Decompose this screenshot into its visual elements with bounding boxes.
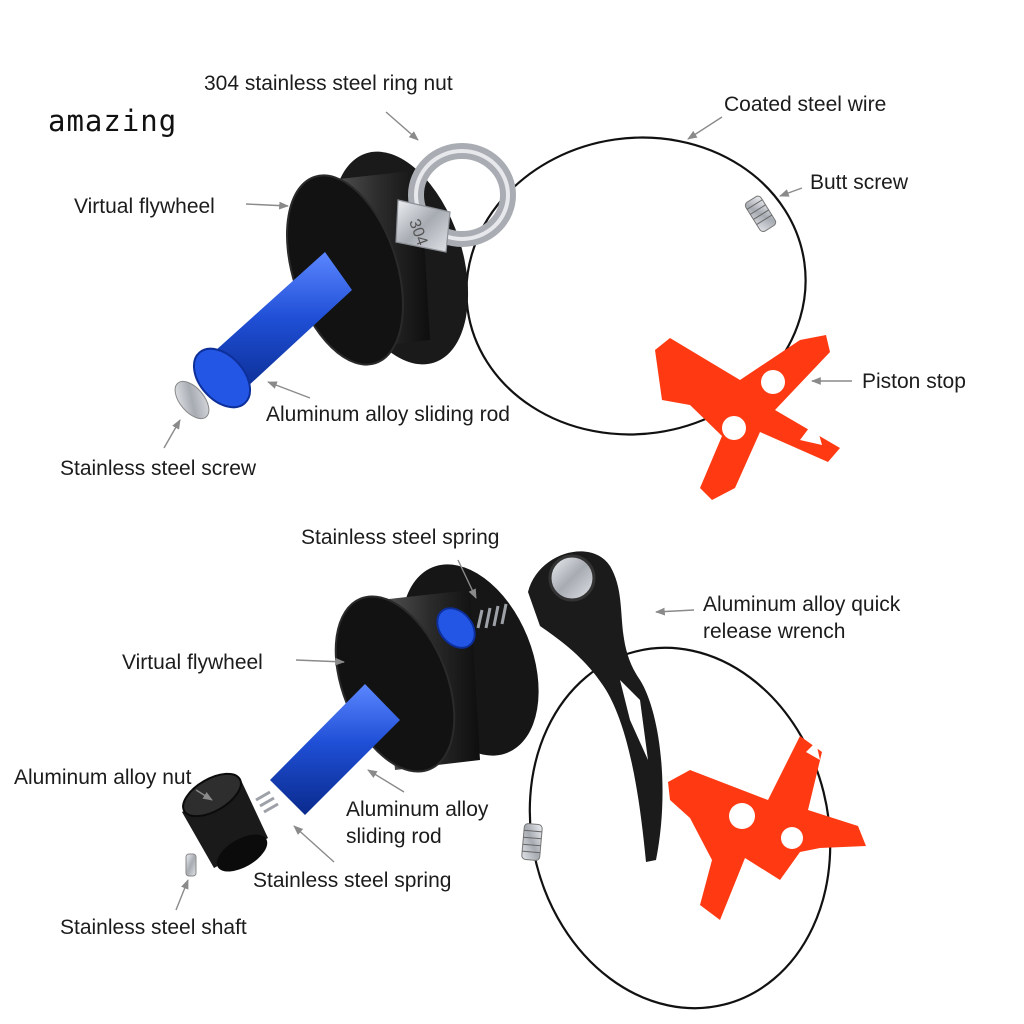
- top-stainless-screw: [174, 380, 210, 420]
- label-ring-nut: 304 stainless steel ring nut: [204, 72, 453, 95]
- label-virtual-flywheel-top: Virtual flywheel: [74, 195, 215, 218]
- top-assembly: 304: [174, 136, 840, 500]
- label-quick-release-line2: release wrench: [703, 620, 846, 643]
- bottom-quick-release-wrench: [528, 551, 663, 862]
- brand-watermark: amazing: [48, 104, 178, 138]
- top-rod-collar: [192, 347, 252, 409]
- bottom-butt-screw: [521, 823, 543, 861]
- bottom-callout-arrows: [175, 559, 695, 911]
- label-piston-stop: Piston stop: [862, 370, 966, 393]
- label-sliding-rod-top: Aluminum alloy sliding rod: [266, 403, 510, 426]
- top-callout-arrows: [163, 111, 852, 449]
- label-virtual-flywheel-bottom: Virtual flywheel: [122, 651, 263, 674]
- label-coated-steel-wire: Coated steel wire: [724, 93, 887, 116]
- top-coated-steel-wire: [465, 136, 807, 436]
- label-stainless-steel-screw: Stainless steel screw: [60, 457, 257, 480]
- top-ring-nut: 304: [395, 143, 516, 253]
- label-spring-top: Stainless steel spring: [301, 526, 500, 549]
- bottom-assembly: [182, 551, 866, 1010]
- bottom-piston-stop: [668, 736, 866, 920]
- label-sliding-rod-bottom-line2: sliding rod: [346, 825, 442, 848]
- bottom-coated-steel-wire: [528, 646, 832, 1010]
- bottom-spring-top: [476, 603, 508, 629]
- bottom-rod-collar-top: [436, 607, 476, 649]
- label-sliding-rod-bottom-line1: Aluminum alloy: [346, 798, 489, 821]
- bottom-stainless-steel-shaft: [185, 853, 197, 877]
- label-aluminum-alloy-nut: Aluminum alloy nut: [14, 766, 192, 789]
- bottom-aluminum-sliding-rod: [270, 684, 400, 815]
- label-spring-bottom: Stainless steel spring: [253, 869, 452, 892]
- bottom-spring-lower: [255, 790, 279, 814]
- top-piston-stop: [655, 335, 840, 500]
- label-quick-release-line1: Aluminum alloy quick: [703, 593, 901, 616]
- label-butt-screw: Butt screw: [810, 171, 909, 194]
- label-stainless-steel-shaft: Stainless steel shaft: [60, 916, 247, 939]
- top-butt-screw: [744, 195, 777, 233]
- top-aluminum-sliding-rod: [205, 252, 352, 400]
